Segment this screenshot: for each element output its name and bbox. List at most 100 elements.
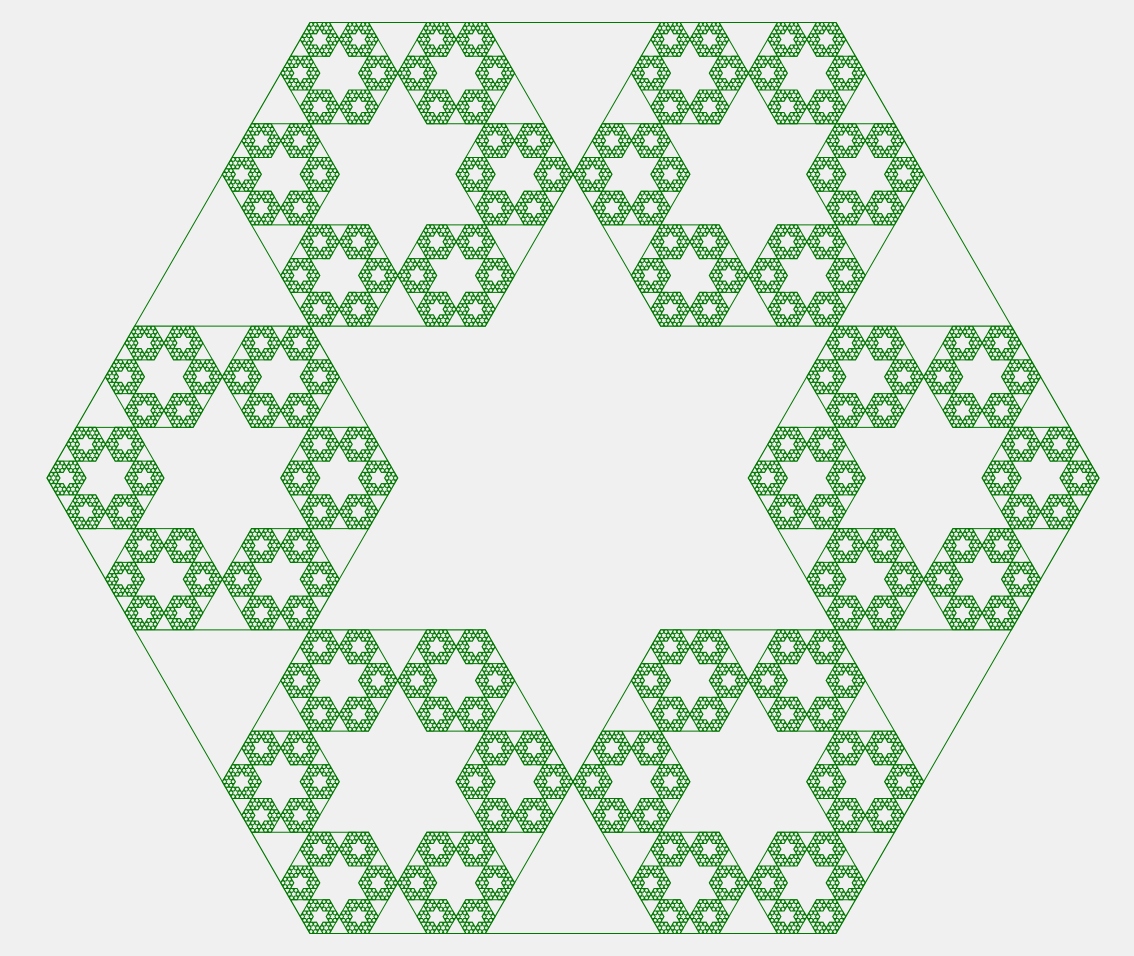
- hexagon-level-5: [620, 824, 626, 830]
- hexagon-level-5: [873, 535, 879, 541]
- hexagon-level-5: [819, 659, 825, 665]
- hexagon-level-5: [1014, 614, 1020, 620]
- hexagon-level-5: [910, 779, 916, 785]
- hexagon-level-5: [949, 584, 955, 590]
- hexagon-level-5: [256, 779, 262, 785]
- hexagon-level-5: [444, 858, 451, 863]
- hexagon-level-5: [734, 685, 741, 691]
- hexagon-level-5: [358, 520, 364, 526]
- hexagon-level-5: [879, 599, 886, 605]
- hexagon-level-5: [858, 411, 864, 417]
- hexagon-level-5: [366, 453, 373, 458]
- hexagon-level-5: [293, 753, 299, 758]
- hexagon-level-5: [671, 854, 678, 860]
- hexagon-level-5: [600, 753, 607, 758]
- hexagon-level-5: [535, 730, 542, 736]
- hexagon-level-5: [949, 336, 955, 342]
- hexagon-level-5: [814, 501, 821, 507]
- hexagon-level-5: [702, 704, 708, 710]
- hexagon-level-5: [652, 670, 658, 676]
- hexagon-level-5: [851, 550, 858, 556]
- hexagon-level-5: [301, 843, 308, 848]
- hexagon-level-5: [659, 816, 665, 822]
- hexagon-level-5: [559, 771, 565, 777]
- hexagon-level-5: [364, 869, 371, 875]
- hexagon-level-5: [710, 906, 717, 912]
- hexagon-level-5: [808, 513, 814, 518]
- hexagon-level-5: [379, 460, 386, 466]
- hexagon-level-5: [371, 918, 377, 923]
- hexagon-level-5: [780, 861, 786, 867]
- hexagon-level-5: [288, 663, 295, 668]
- hexagon-level-5: [366, 903, 373, 908]
- hexagon-level-5: [299, 779, 306, 785]
- hexagon-level-5: [371, 895, 377, 901]
- hexagon-level-5: [760, 490, 767, 496]
- hexagon-level-5: [786, 858, 793, 863]
- hexagon-level-5: [425, 846, 431, 852]
- hexagon-level-5: [353, 700, 360, 706]
- hexagon-level-5: [293, 625, 299, 631]
- hexagon-level-5: [438, 899, 444, 905]
- hexagon-level-5: [425, 869, 431, 875]
- hexagon-level-5: [468, 899, 475, 905]
- hexagon-level-5: [892, 786, 899, 792]
- hexagon-level-5: [890, 730, 897, 736]
- hexagon-level-5: [871, 621, 877, 627]
- hexagon-level-5: [897, 411, 903, 417]
- hexagon-level-5: [345, 843, 351, 848]
- hexagon-level-5: [1072, 490, 1078, 496]
- hexagon-level-5: [691, 850, 697, 856]
- hexagon-level-5: [801, 441, 808, 447]
- hexagon-level-5: [812, 565, 819, 571]
- hexagon-level-5: [366, 678, 373, 683]
- hexagon-level-5: [643, 730, 650, 736]
- hexagon-level-5: [500, 670, 507, 676]
- hexagon-level-5: [786, 723, 793, 728]
- hexagon-level-5: [955, 535, 962, 541]
- hexagon-level-5: [410, 873, 416, 878]
- hexagon-level-5: [853, 599, 860, 605]
- hexagon-level-5: [806, 711, 812, 717]
- hexagon-level-5: [912, 768, 918, 773]
- hexagon-level-5: [812, 513, 819, 518]
- hexagon-level-5: [366, 918, 373, 923]
- hexagon-level-5: [827, 741, 834, 747]
- hexagon-level-5: [715, 644, 721, 650]
- hexagon-level-5: [990, 528, 996, 533]
- hexagon-level-5: [990, 333, 996, 338]
- hexagon-level-5: [845, 554, 851, 560]
- hexagon-level-5: [996, 351, 1003, 357]
- hexagon-level-5: [1016, 610, 1022, 616]
- hexagon-level-5: [970, 329, 977, 335]
- hexagon-level-5: [723, 689, 730, 695]
- hexagon-level-5: [892, 359, 899, 365]
- hexagon-level-5: [853, 486, 860, 492]
- hexagon-level-5: [477, 726, 483, 732]
- hexagon-level-5: [1026, 576, 1033, 582]
- hexagon-level-5: [379, 663, 386, 668]
- hexagon-level-5: [832, 861, 838, 867]
- hexagon-level-5: [996, 531, 1003, 537]
- hexagon-level-5: [364, 449, 371, 455]
- hexagon-level-5: [866, 411, 873, 417]
- hexagon-level-5: [665, 768, 671, 773]
- hexagon-level-5: [929, 588, 936, 593]
- hexagon-level-5: [838, 918, 845, 923]
- hexagon-level-5: [851, 618, 858, 623]
- hexagon-level-5: [306, 715, 312, 721]
- hexagon-level-5: [801, 509, 808, 515]
- hexagon-level-5: [652, 648, 658, 653]
- hexagon-level-5: [301, 828, 308, 833]
- hexagon-level-5: [773, 633, 780, 638]
- hexagon-level-5: [858, 674, 864, 680]
- hexagon-level-5: [775, 869, 782, 875]
- hexagon-level-5: [832, 854, 838, 860]
- hexagon-level-5: [892, 756, 899, 762]
- hexagon-level-5: [306, 468, 312, 473]
- hexagon-level-5: [483, 678, 490, 683]
- hexagon-level-5: [730, 865, 736, 871]
- hexagon-level-5: [500, 813, 507, 818]
- hexagon-level-5: [795, 640, 801, 646]
- hexagon-level-5: [481, 869, 487, 875]
